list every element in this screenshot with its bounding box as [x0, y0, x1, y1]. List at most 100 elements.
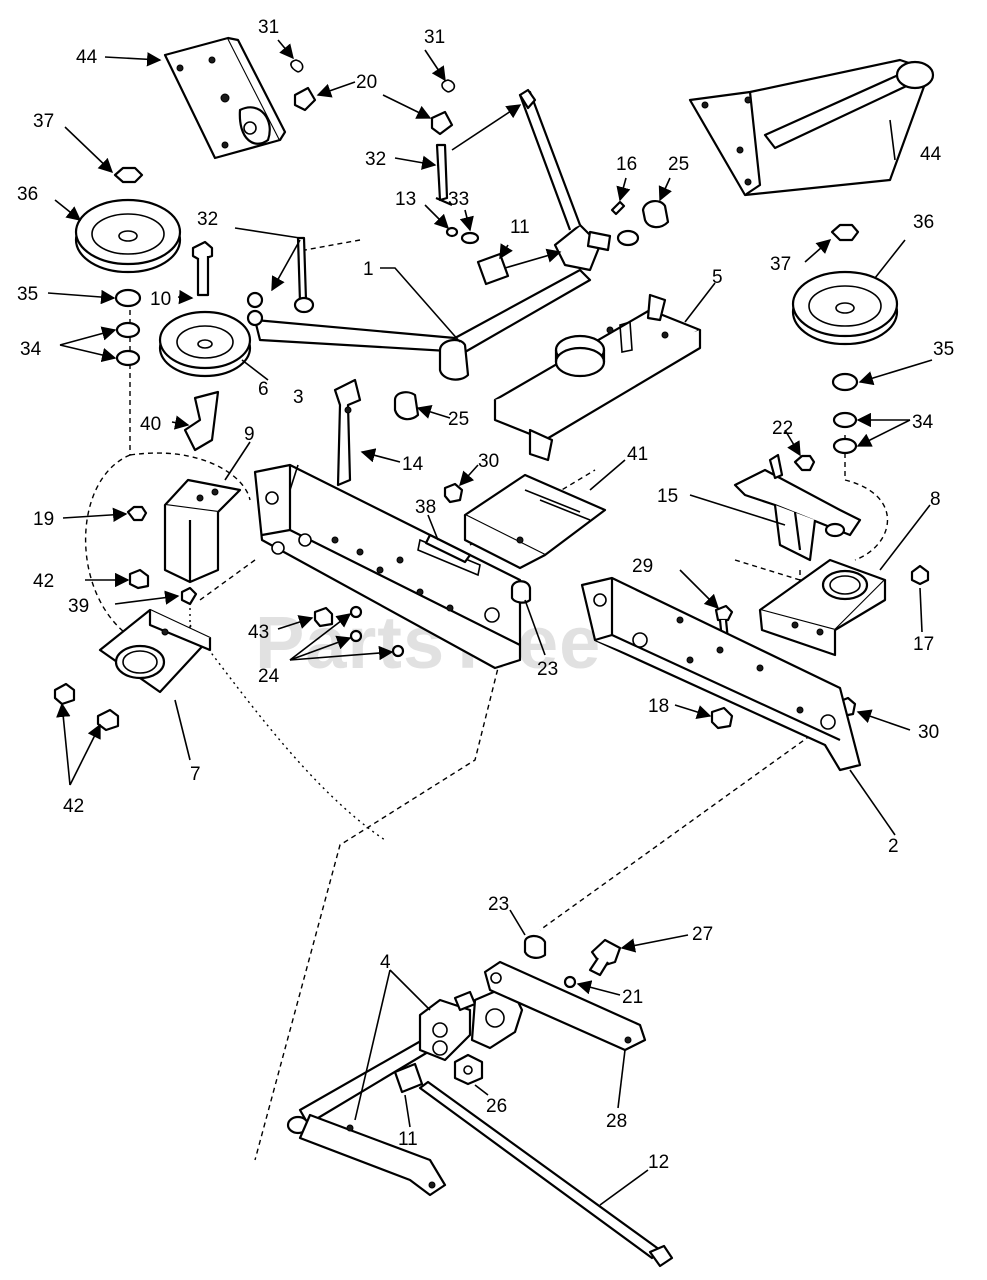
- callout-30: 30: [478, 451, 499, 472]
- plate-5: [493, 293, 702, 462]
- washer-35-right: [831, 372, 859, 392]
- callout-36: 36: [17, 184, 38, 205]
- caps-20: [293, 86, 454, 136]
- washer-34b-left: [115, 349, 141, 367]
- callout-26: 26: [486, 1096, 507, 1117]
- bracket-7: [98, 608, 212, 694]
- callout-30-right: 30: [918, 722, 939, 743]
- pulley-36-left: [74, 166, 182, 367]
- lift-arm-4: [286, 983, 524, 1197]
- callout-16: 16: [616, 154, 637, 175]
- callout-31: 31: [258, 17, 279, 38]
- clips-31: [290, 59, 456, 93]
- callout-14: 14: [402, 454, 424, 475]
- callout-34-right: 34: [912, 412, 934, 433]
- callout-24: 24: [258, 666, 280, 687]
- callout-32: 32: [365, 149, 386, 170]
- callout-43: 43: [248, 622, 269, 643]
- callout-21: 21: [622, 987, 643, 1008]
- callout-35: 35: [17, 284, 38, 305]
- callout-36-right: 36: [913, 212, 934, 233]
- callout-5: 5: [712, 267, 723, 288]
- bracket-8: [758, 558, 887, 657]
- callout-37-right: 37: [770, 254, 791, 275]
- callout-20: 20: [356, 72, 377, 93]
- bracket-38: [424, 533, 472, 564]
- bracket-9: [163, 478, 242, 584]
- callout-4: 4: [380, 952, 391, 973]
- callout-10: 10: [150, 289, 171, 310]
- callout-25-mid: 25: [448, 409, 469, 430]
- callout-33: 33: [448, 189, 469, 210]
- callout-13: 13: [395, 189, 416, 210]
- leader-lines: [47, 39, 933, 1206]
- callout-6: 6: [258, 379, 269, 400]
- callout-8: 8: [930, 489, 941, 510]
- callout-32-left: 32: [197, 209, 218, 230]
- bushing-23: [510, 580, 547, 959]
- washer-21: [563, 975, 577, 989]
- callout-37: 37: [33, 111, 54, 132]
- bolt-10-head: [191, 240, 214, 262]
- callout-9: 9: [244, 424, 255, 445]
- callout-41: 41: [627, 444, 648, 465]
- nut-26: [453, 1053, 484, 1086]
- callout-2: 2: [888, 836, 899, 857]
- bracket-14: [333, 378, 362, 487]
- bracket-44-left: [163, 36, 287, 160]
- washer-34a-left: [115, 321, 141, 339]
- callout-44: 44: [76, 47, 98, 68]
- callout-labels: 44 31 20 31 32 13 33 11 16 25 44 37 36 3…: [17, 17, 954, 1173]
- frame-3-left: [253, 463, 522, 670]
- bracket-40: [183, 390, 220, 452]
- nut-37-right: [830, 223, 860, 242]
- small-hardware-left: [53, 505, 405, 732]
- callout-42-lower: 42: [63, 796, 84, 817]
- link-11-lower: [393, 1062, 424, 1094]
- link-11-upper: [476, 252, 510, 286]
- link-28: [483, 960, 647, 1052]
- pulley-36-right: [791, 223, 899, 455]
- bolt-27: [588, 938, 622, 977]
- pins-32: [293, 143, 453, 314]
- nut-22: [793, 454, 816, 472]
- callout-11: 11: [510, 217, 530, 238]
- lift-arm-1: [246, 88, 640, 381]
- callout-23-lower: 23: [488, 894, 509, 915]
- callout-39: 39: [68, 596, 89, 617]
- callout-29: 29: [632, 556, 653, 577]
- callout-15: 15: [657, 486, 678, 507]
- washers-13-33: [445, 226, 480, 245]
- callout-38: 38: [415, 497, 436, 518]
- callout-1: 1: [363, 259, 374, 280]
- callout-7: 7: [190, 764, 201, 785]
- callout-11-lower: 11: [398, 1129, 418, 1150]
- callout-19: 19: [33, 509, 54, 530]
- callout-35-right: 35: [933, 339, 954, 360]
- callout-34: 34: [20, 339, 42, 360]
- callout-40: 40: [140, 414, 161, 435]
- callout-28: 28: [606, 1111, 627, 1132]
- frame-2-right: [580, 576, 862, 772]
- pin-16: [610, 200, 626, 216]
- callout-23: 23: [537, 659, 558, 680]
- idler-pulley-6: [158, 240, 252, 378]
- washer-34b-right: [832, 437, 858, 455]
- hardware-right: [710, 564, 930, 730]
- callout-18: 18: [648, 696, 669, 717]
- washer-34a-right: [832, 411, 858, 429]
- nut-37-left: [113, 166, 144, 184]
- bracket-15: [733, 453, 862, 562]
- rod-12: [418, 1080, 674, 1268]
- callout-12: 12: [648, 1152, 669, 1173]
- callout-25: 25: [668, 154, 689, 175]
- belt-guide-44-right: [688, 58, 935, 197]
- washer-35-left: [114, 288, 142, 308]
- callout-31: 31: [424, 27, 445, 48]
- callout-27: 27: [692, 924, 713, 945]
- callout-17: 17: [913, 634, 934, 655]
- bracket-41: [463, 473, 607, 570]
- callout-42: 42: [33, 571, 54, 592]
